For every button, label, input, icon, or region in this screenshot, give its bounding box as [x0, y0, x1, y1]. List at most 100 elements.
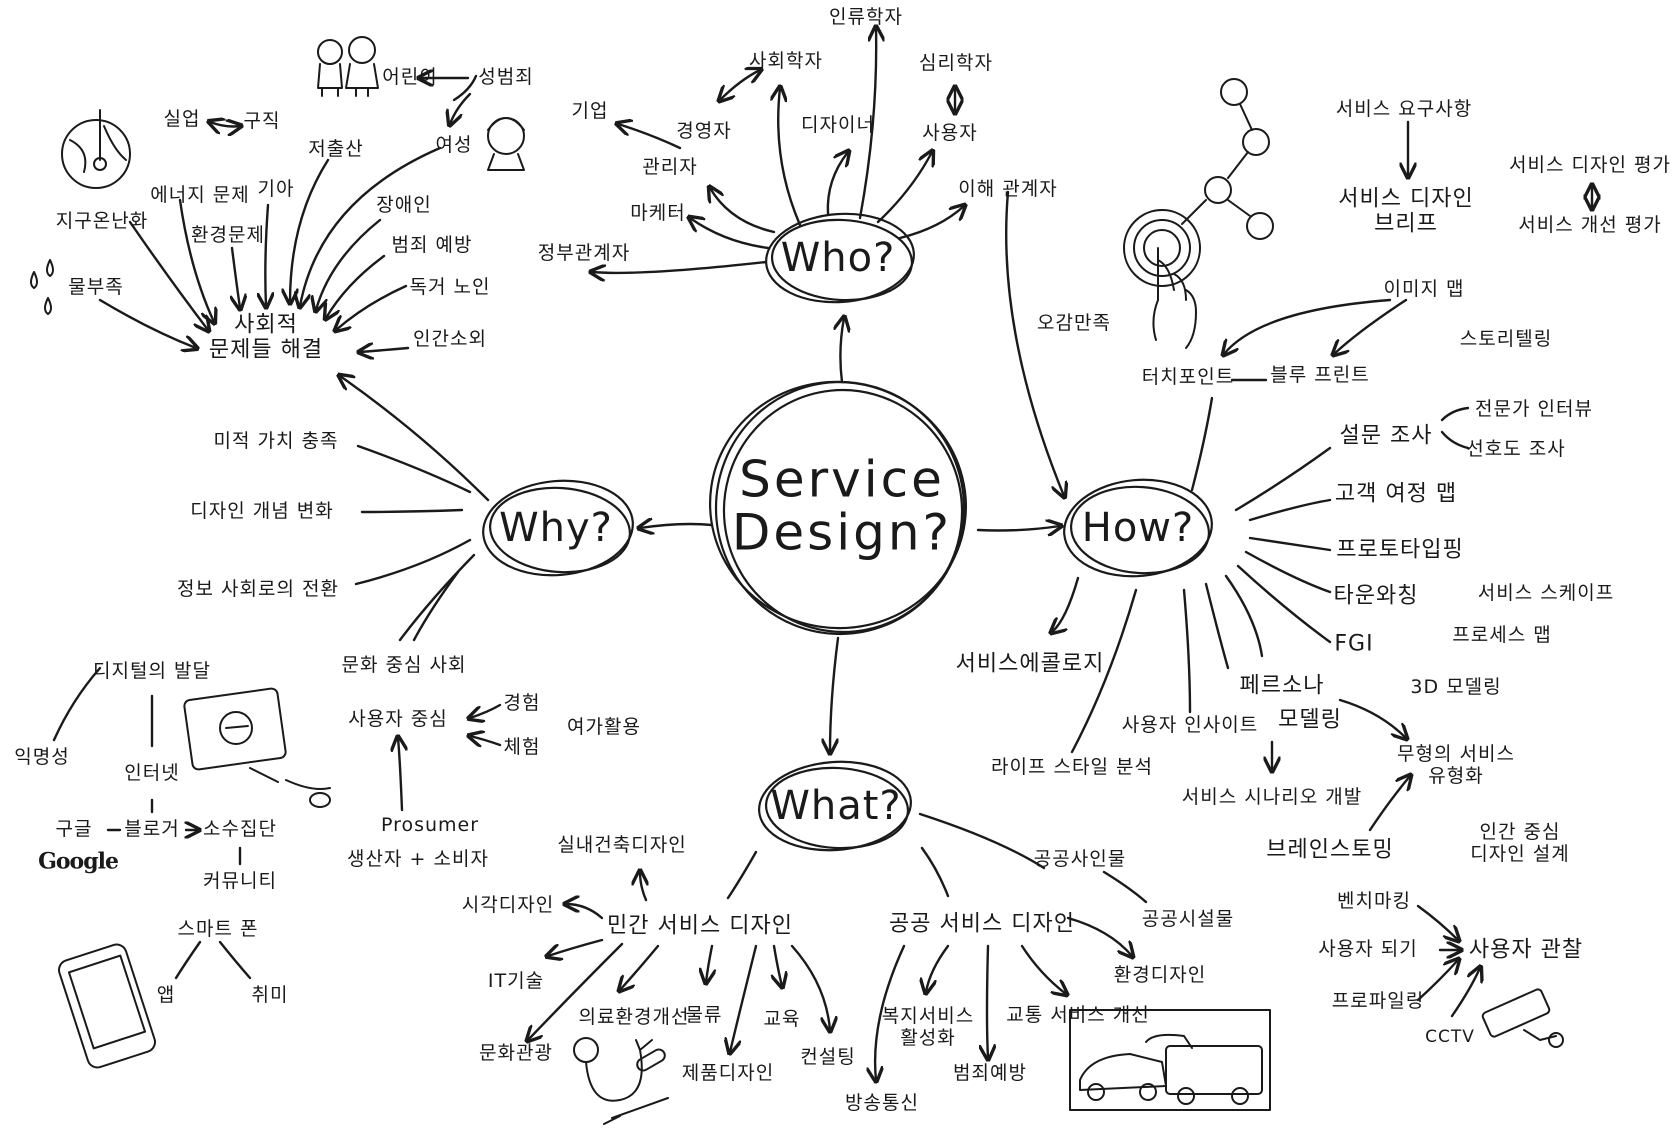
google-logo: Google: [38, 848, 119, 875]
why-unemployment: 실업: [163, 108, 201, 131]
why-user-centered: 사용자 중심: [348, 708, 448, 731]
who-businessman: 경영자: [676, 120, 732, 143]
why-hands-on: 체험: [503, 736, 541, 759]
how-five-senses: 오감만족: [1037, 312, 1111, 335]
computer-icon: [183, 687, 331, 808]
center-title-line2: Design?: [731, 503, 953, 561]
how-intangible-line2: 유형화: [1428, 765, 1484, 787]
why-leisure: 여가활용: [567, 716, 641, 739]
what-education: 교육: [763, 1008, 801, 1031]
how-eval-design: 서비스 디자인 평가: [1509, 154, 1671, 177]
how-preference: 선호도 조사: [1466, 438, 1566, 461]
globe-icon: [61, 109, 131, 189]
cars-icon: [1069, 1009, 1271, 1111]
arrow-center-why: [640, 524, 714, 528]
how-branches: [1005, 120, 1592, 1018]
why-community: 커뮤니티: [203, 870, 277, 893]
who-company: 기업: [571, 100, 609, 123]
how-brainstorm: 브레인스토밍: [1266, 837, 1394, 863]
why-internet: 인터넷: [124, 762, 180, 785]
why-culture: 문화 중심 사회: [341, 654, 467, 677]
why-prosumer-en: Prosumer: [380, 814, 480, 837]
stethoscope-icon: [573, 1037, 669, 1125]
how-survey: 설문 조사: [1339, 423, 1433, 449]
how-intangible: 무형의 서비스 유형화: [1397, 743, 1515, 788]
who-psychologist: 심리학자: [919, 52, 993, 75]
how-eval-improve: 서비스 개선 평가: [1518, 214, 1662, 237]
why-crime: 성범죄: [478, 66, 534, 89]
how-requirements: 서비스 요구사항: [1335, 98, 1473, 121]
how-scenario: 서비스 시나리오 개발: [1181, 786, 1363, 809]
center-title: Service Design?: [731, 453, 953, 561]
why-social-problems: 사회적 문제들 해결: [209, 313, 323, 364]
hub-how: How?: [1081, 505, 1195, 551]
why-digital: 디지털의 발달: [93, 660, 211, 683]
why-hobby: 취미: [251, 984, 289, 1007]
who-branches: [592, 28, 964, 273]
why-smartphone: 스마트 폰: [177, 918, 259, 941]
how-storytelling: 스토리텔링: [1459, 328, 1553, 351]
hub-what: What?: [770, 783, 902, 829]
how-cctv: CCTV: [1425, 1027, 1475, 1048]
how-town-watching: 타운와칭: [1333, 583, 1419, 609]
why-alienation: 인간소외: [413, 328, 487, 351]
children-icon: [317, 36, 379, 97]
how-brief-line2: 브리프: [1374, 212, 1438, 237]
how-process-map: 프로세스 맵: [1452, 624, 1552, 647]
why-crime-prevention: 범죄 예방: [391, 234, 473, 257]
how-prototyping: 프로토타입핑: [1336, 537, 1464, 563]
what-ring: [758, 760, 912, 852]
who-marketer: 마케터: [630, 202, 686, 225]
what-product: 제품디자인: [681, 1062, 775, 1085]
why-info-society: 정보 사회로의 전환: [177, 578, 339, 601]
how-lifestyle: 라이프 스타일 분석: [991, 756, 1153, 779]
how-insight: 사용자 인사이트: [1121, 714, 1259, 737]
what-branches: [528, 812, 1148, 1080]
why-water: 물부족: [68, 276, 124, 299]
why-branches: [52, 76, 502, 980]
center-ring: [708, 380, 968, 636]
hub-why: Why?: [499, 505, 613, 551]
what-public-service: 공공 서비스 디자인: [889, 911, 1075, 937]
why-blogger: 블로거: [124, 818, 180, 841]
how-intangible-line1: 무형의 서비스: [1397, 743, 1515, 766]
why-child: 어린이: [382, 66, 438, 89]
cctv-icon: [1481, 988, 1564, 1048]
who-designer: 디자이너: [801, 114, 875, 137]
what-public-sign: 공공사인물: [1033, 848, 1127, 871]
who-sociologist: 사회학자: [749, 50, 823, 73]
what-culture-tour: 문화관광: [479, 1042, 553, 1065]
what-broadcast: 방송통신: [845, 1092, 919, 1115]
how-service-scape: 서비스 스케이프: [1477, 582, 1615, 605]
how-persona: 페르소나: [1239, 673, 1325, 699]
arrow-center-who: [840, 318, 844, 384]
network-icon: [1181, 78, 1274, 240]
why-app: 앱: [156, 984, 176, 1007]
why-disabled: 장애인: [376, 194, 432, 217]
how-image-map: 이미지 맵: [1383, 278, 1465, 301]
why-energy: 에너지 문제: [150, 184, 250, 207]
who-anthropologist: 인류학자: [829, 6, 903, 29]
hub-who: Who?: [780, 235, 896, 281]
why-design-concept: 디자인 개념 변화: [190, 500, 334, 523]
how-ecology: 서비스에콜로지: [955, 651, 1105, 677]
why-social-line1: 사회적: [234, 312, 298, 338]
who-stakeholder: 이해 관계자: [958, 178, 1058, 201]
how-brief-line1: 서비스 디자인: [1338, 186, 1474, 212]
smartphone-icon: [58, 943, 156, 1069]
what-welfare-line1: 복지서비스: [881, 1005, 975, 1028]
arrow-center-how: [976, 526, 1060, 531]
who-manager: 관리자: [642, 156, 698, 179]
what-welfare: 복지서비스 활성화: [881, 1005, 975, 1050]
why-environment: 환경문제: [191, 224, 265, 247]
what-traffic: 교통 서비스 개선: [1006, 1004, 1150, 1027]
why-prosumer-ko: 생산자 + 소비자: [347, 848, 489, 871]
how-be-user: 사용자 되기: [1318, 938, 1418, 961]
how-modeling: 모델링: [1278, 707, 1342, 733]
why-google-ko: 구글: [55, 818, 93, 841]
why-global-warming: 지구온난화: [55, 210, 149, 233]
how-hcd: 인간 중심 디자인 설계: [1470, 821, 1569, 866]
how-fgi: FGI: [1334, 631, 1374, 657]
